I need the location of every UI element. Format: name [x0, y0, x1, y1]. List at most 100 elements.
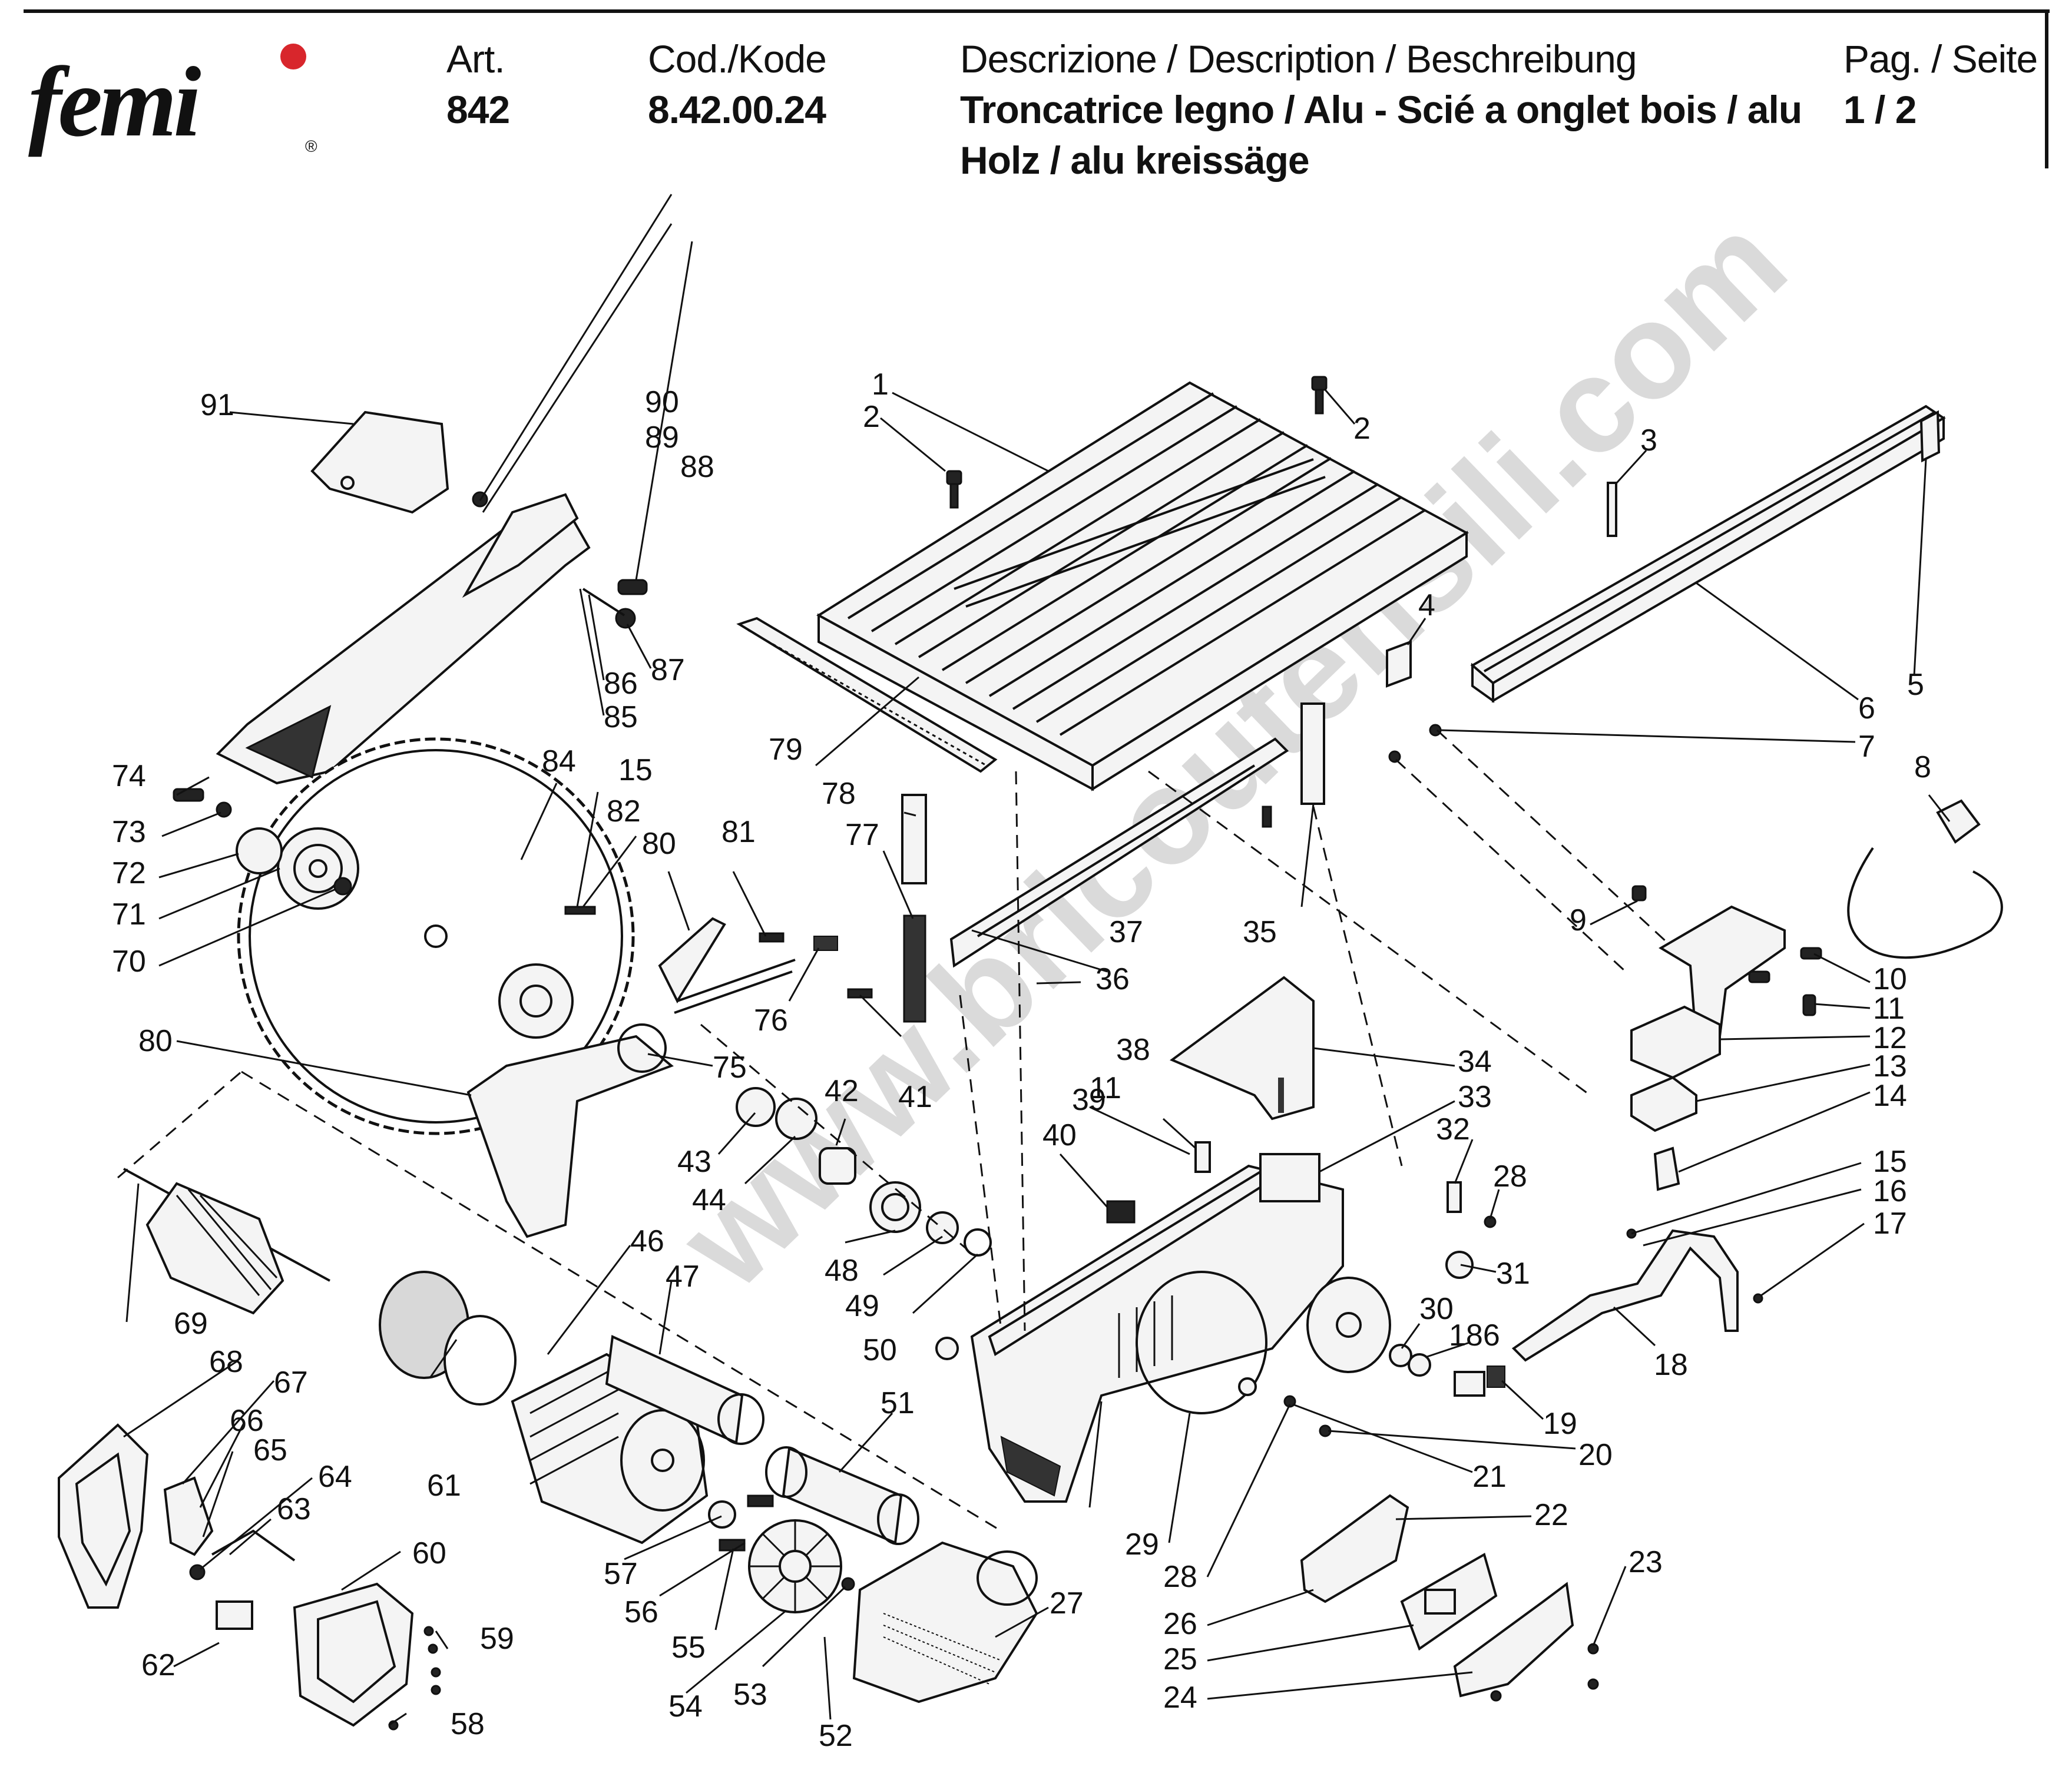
guard-linkage-part — [658, 917, 796, 1014]
bearing-48 — [869, 1181, 921, 1233]
label-part-16: 16 — [1873, 1174, 1907, 1208]
label-part-56: 56 — [624, 1595, 658, 1629]
label-part-12: 12 — [1873, 1021, 1907, 1055]
label-part-9: 9 — [1570, 903, 1587, 937]
washer-72 — [236, 827, 283, 874]
nut-7b — [1388, 750, 1401, 763]
pin-41 — [847, 988, 873, 999]
label-part-10: 10 — [1873, 962, 1907, 996]
fence-lock-bracket-part — [1659, 905, 1786, 1044]
label-part-31: 31 — [1496, 1257, 1530, 1291]
label-part-28b: 28 — [1493, 1159, 1527, 1194]
screw-23b — [1587, 1678, 1599, 1690]
clip-38 — [1194, 1141, 1211, 1173]
swing-arm-part — [216, 493, 591, 785]
riving-knife-part — [1170, 976, 1315, 1121]
lower-blade-guard-part — [466, 1023, 674, 1238]
label-part-28a: 28 — [1163, 1560, 1197, 1594]
label-part-43: 43 — [677, 1145, 711, 1179]
label-part-79: 79 — [769, 733, 803, 767]
switch-62 — [216, 1600, 253, 1630]
label-part-69: 69 — [174, 1307, 208, 1341]
label-part-38: 38 — [1116, 1033, 1150, 1067]
screw-11 — [1748, 970, 1770, 983]
switch-plate-part — [163, 1476, 214, 1556]
nut-70 — [333, 877, 352, 896]
label-part-4: 4 — [1418, 588, 1435, 622]
screw-50-head — [935, 1337, 959, 1360]
label-part-15b: 15 — [1873, 1145, 1907, 1179]
screw-23c — [1490, 1690, 1502, 1702]
screw-11b — [1802, 994, 1816, 1016]
label-part-60: 60 — [412, 1536, 446, 1570]
label-part-186: 186 — [1449, 1318, 1500, 1353]
label-part-65: 65 — [253, 1433, 287, 1467]
label-part-90: 90 — [645, 385, 679, 419]
label-part-81: 81 — [721, 815, 756, 849]
screw-55a — [747, 1494, 774, 1507]
fence-clip-part — [1386, 640, 1412, 688]
label-part-63: 63 — [277, 1492, 311, 1526]
label-part-13: 13 — [1873, 1049, 1907, 1083]
code-label: Cod./Kode — [648, 37, 827, 81]
label-part-62: 62 — [141, 1648, 176, 1682]
label-part-50: 50 — [863, 1333, 897, 1367]
pin-14 — [1653, 1146, 1680, 1191]
description-line-1: Troncatrice legno / Alu - Scié a onglet … — [960, 88, 1802, 131]
label-part-59: 59 — [480, 1622, 514, 1656]
label-part-88: 88 — [680, 450, 714, 484]
label-part-22: 22 — [1534, 1498, 1568, 1532]
part-leader-lines — [123, 194, 1951, 1726]
label-part-36: 36 — [1095, 962, 1130, 996]
label-part-34: 34 — [1458, 1045, 1492, 1079]
knob-40 — [1106, 1200, 1136, 1224]
spring-77-part — [903, 914, 926, 1023]
watermark-text: www.bricoutensili.com — [651, 186, 1814, 1317]
label-part-33: 33 — [1458, 1080, 1492, 1114]
label-part-68: 68 — [209, 1345, 243, 1379]
label-part-41: 41 — [898, 1080, 932, 1114]
label-part-85: 85 — [604, 700, 638, 734]
bolt-88 — [617, 579, 648, 595]
label-part-29: 29 — [1125, 1527, 1159, 1562]
label-part-53: 53 — [733, 1678, 767, 1712]
label-part-48: 48 — [825, 1254, 859, 1288]
label-part-67: 67 — [274, 1366, 308, 1400]
rip-fence-part — [1470, 405, 1946, 703]
screw-17 — [1753, 1293, 1763, 1304]
label-part-24: 24 — [1163, 1681, 1197, 1715]
label-part-40: 40 — [1042, 1118, 1077, 1152]
label-part-6: 6 — [1858, 691, 1875, 725]
control-board-part — [1400, 1552, 1498, 1651]
handle-end-cap-part — [58, 1423, 149, 1609]
lock-lever-part — [1511, 1229, 1739, 1362]
label-part-89: 89 — [645, 420, 679, 455]
label-part-70: 70 — [112, 944, 146, 979]
label-part-42: 42 — [825, 1074, 859, 1108]
brand-wordmark: femi — [28, 47, 201, 157]
saw-casing-part — [970, 1164, 1344, 1503]
label-part-37: 37 — [1109, 915, 1143, 949]
label-part-82: 82 — [607, 794, 641, 828]
rear-end-shield-part — [293, 1582, 414, 1727]
label-part-54: 54 — [668, 1689, 703, 1724]
page-label: Pag. / Seite — [1843, 37, 2038, 81]
header-right-rule — [2045, 9, 2048, 168]
label-part-7: 7 — [1858, 730, 1875, 764]
cooling-fan-part — [748, 1519, 842, 1613]
label-part-30: 30 — [1419, 1292, 1454, 1326]
bracket-33 — [1259, 1153, 1320, 1202]
brush-tube-part — [605, 1335, 764, 1445]
bushing-42 — [819, 1147, 856, 1185]
label-part-52: 52 — [819, 1719, 853, 1753]
pin-86 — [582, 588, 625, 617]
label-part-72: 72 — [112, 856, 146, 890]
label-part-51: 51 — [881, 1386, 915, 1420]
label-part-21: 21 — [1472, 1460, 1507, 1494]
pin-82 — [564, 906, 596, 915]
label-part-1: 1 — [872, 367, 889, 402]
table-screw-right — [1311, 376, 1328, 415]
label-part-71: 71 — [112, 897, 146, 932]
label-part-23: 23 — [1629, 1545, 1663, 1579]
